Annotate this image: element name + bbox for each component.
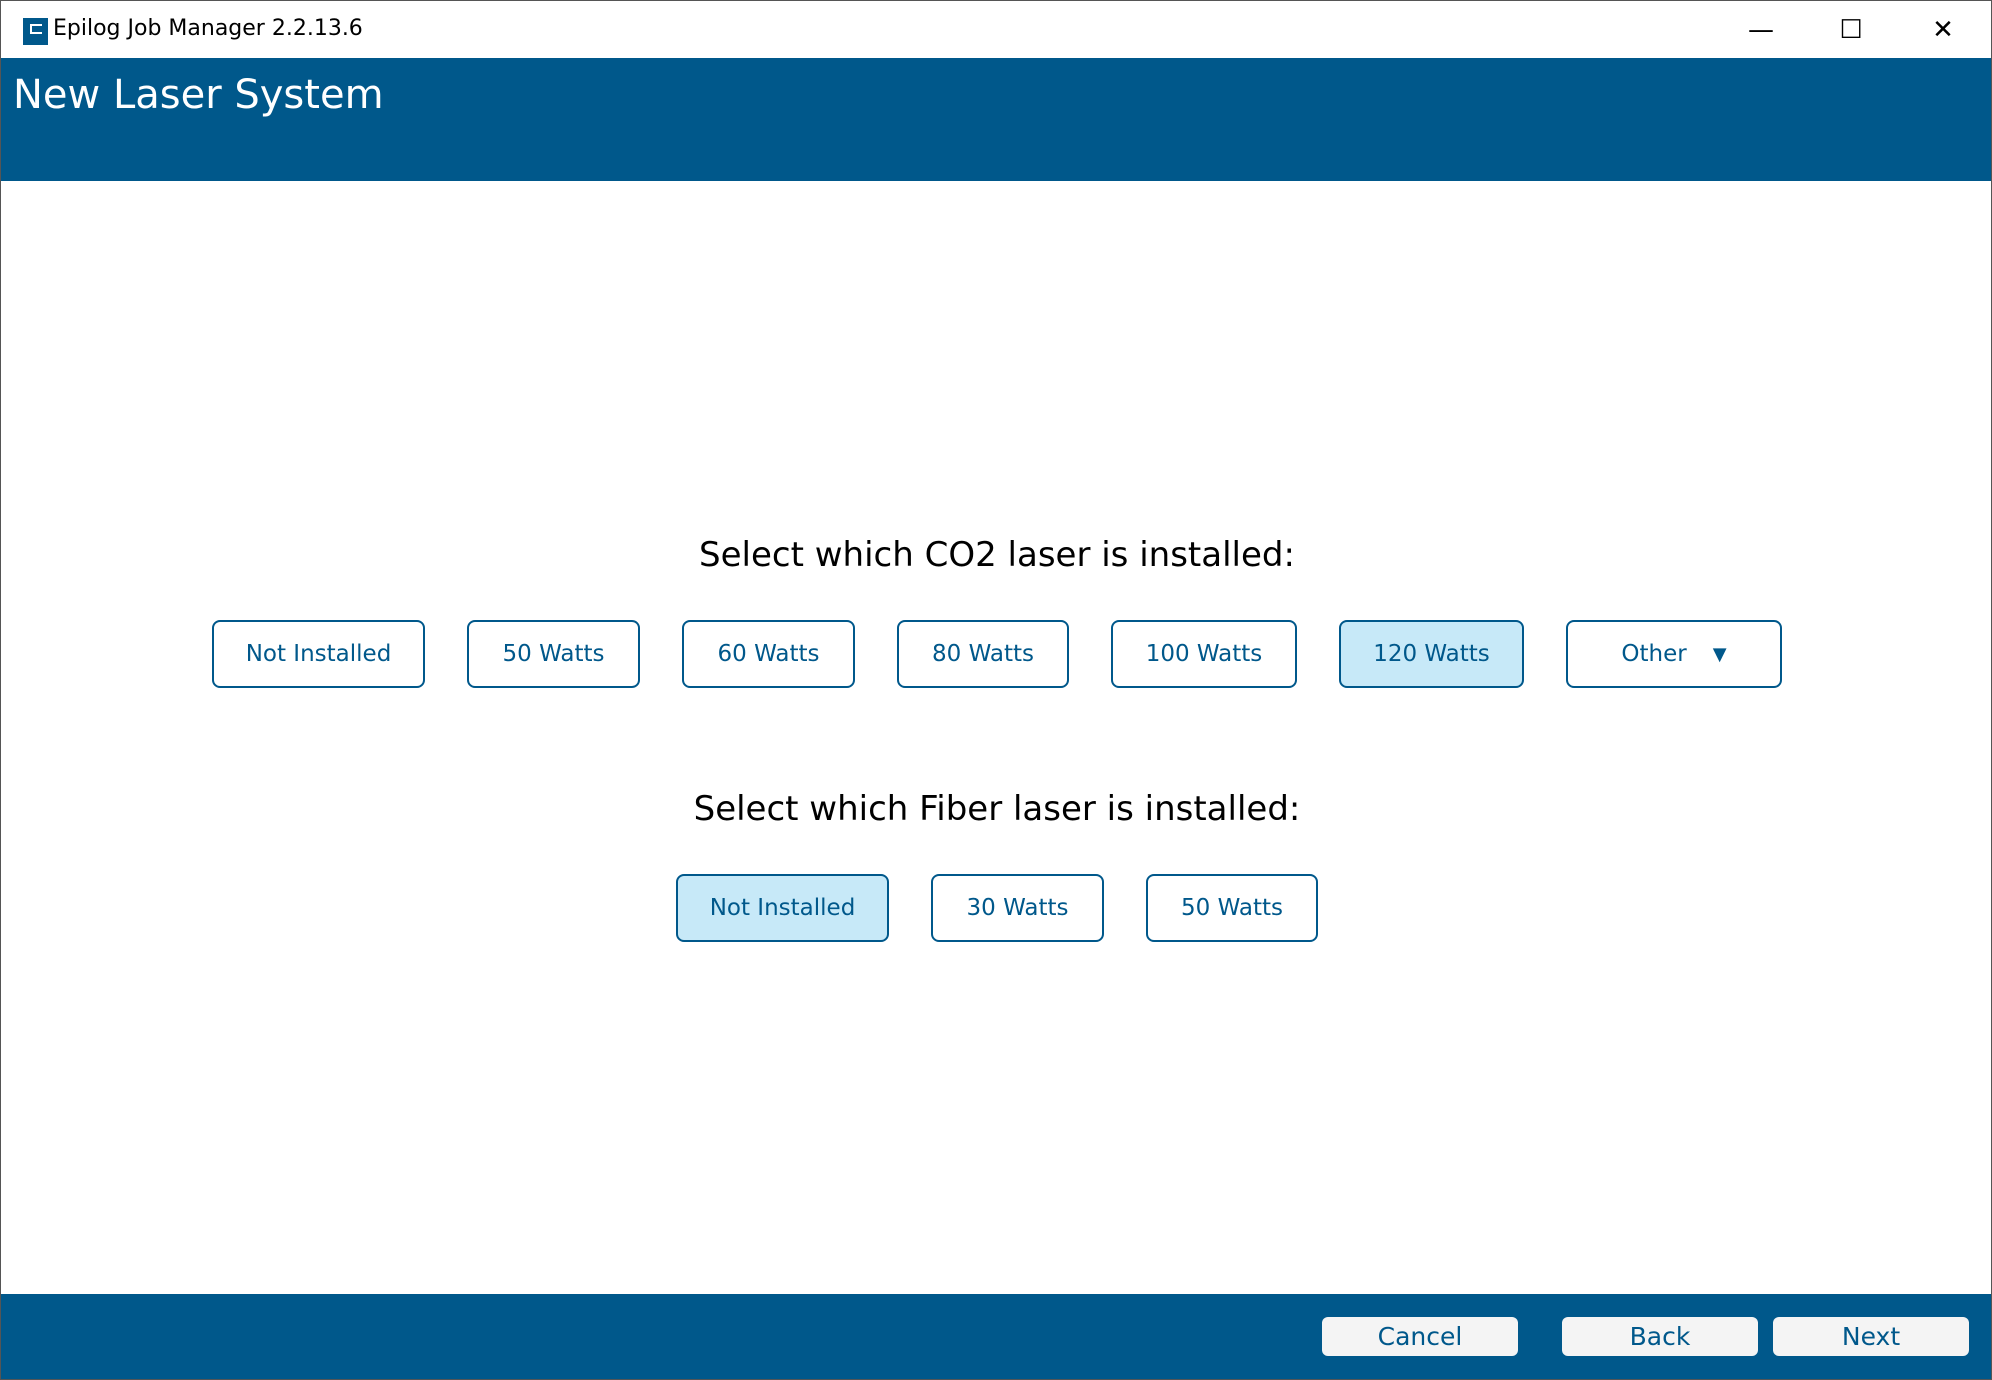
- co2-heading: Select which CO2 laser is installed:: [699, 535, 1295, 575]
- fiber-option-not-installed[interactable]: Not Installed: [676, 874, 889, 942]
- next-button[interactable]: Next: [1773, 1317, 1969, 1356]
- page-title: New Laser System: [13, 72, 384, 118]
- close-button[interactable]: ✕: [1932, 14, 1954, 45]
- co2-option-50w[interactable]: 50 Watts: [467, 620, 640, 688]
- window-title: Epilog Job Manager 2.2.13.6: [53, 16, 363, 41]
- epilog-app-icon: [23, 18, 48, 45]
- title-bar: Epilog Job Manager 2.2.13.6 — ☐ ✕: [1, 1, 1991, 58]
- fiber-option-30w[interactable]: 30 Watts: [931, 874, 1104, 942]
- co2-option-other-dropdown[interactable]: Other ▼: [1566, 620, 1782, 688]
- minimize-button[interactable]: —: [1748, 14, 1774, 45]
- co2-option-60w[interactable]: 60 Watts: [682, 620, 855, 688]
- co2-option-not-installed[interactable]: Not Installed: [212, 620, 425, 688]
- co2-option-100w[interactable]: 100 Watts: [1111, 620, 1297, 688]
- page-header: New Laser System: [1, 58, 1991, 181]
- dropdown-arrow-icon: ▼: [1712, 643, 1727, 665]
- back-button[interactable]: Back: [1562, 1317, 1758, 1356]
- fiber-heading: Select which Fiber laser is installed:: [693, 789, 1301, 829]
- content-panel: [13, 181, 1981, 1294]
- co2-option-80w[interactable]: 80 Watts: [897, 620, 1069, 688]
- cancel-button[interactable]: Cancel: [1322, 1317, 1518, 1356]
- co2-option-120w[interactable]: 120 Watts: [1339, 620, 1524, 688]
- maximize-button[interactable]: ☐: [1839, 14, 1863, 45]
- fiber-option-50w[interactable]: 50 Watts: [1146, 874, 1318, 942]
- other-label: Other: [1621, 641, 1687, 667]
